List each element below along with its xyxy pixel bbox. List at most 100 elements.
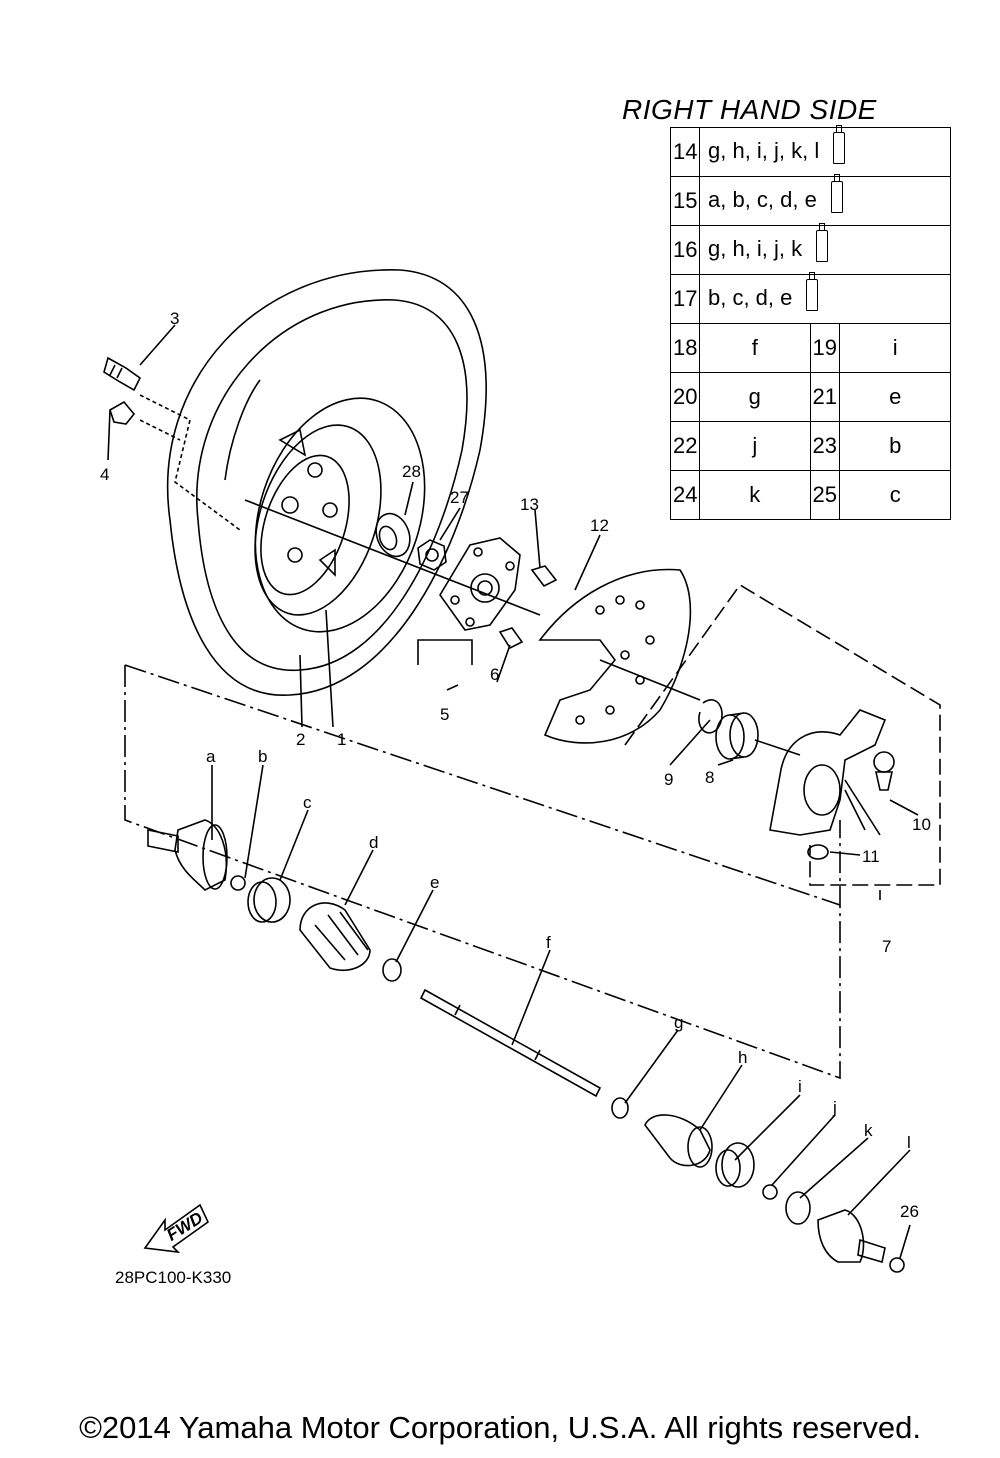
legend-row-parts: g, h, i, j, k: [708, 235, 803, 261]
valve-stem-part: [103, 356, 142, 392]
drive-shaft-part: [419, 988, 602, 1098]
valve-cap-part: [109, 400, 136, 425]
inner-boot-part: [644, 1114, 713, 1168]
callout-12: 12: [590, 516, 609, 535]
legend-cell-number: 22: [670, 421, 700, 471]
legend-row-parts: a, b, c, d, e: [708, 186, 817, 212]
legend-cell-number: 19: [809, 323, 841, 373]
callout-labels: 3 4 28 27 13 12 6 5 2 1 9 8 10 11 7 a b …: [100, 309, 931, 1221]
legend-row: 14 g, h, i, j, k, l: [670, 125, 951, 177]
legend-cell-number: 21: [809, 372, 841, 422]
callout-11: 11: [862, 847, 880, 866]
disc-bolt-part: [530, 565, 558, 588]
callout-d: d: [369, 833, 378, 852]
callout-g: g: [674, 1013, 683, 1032]
grease-tube-icon: [806, 272, 819, 311]
legend-cell-number: 24: [670, 470, 700, 520]
legend-row-number: 16: [670, 225, 700, 275]
callout-28: 28: [402, 462, 421, 481]
legend-row: 15 a, b, c, d, e: [670, 174, 951, 226]
grease-tube-icon: [816, 223, 829, 262]
callout-9: 9: [664, 770, 673, 789]
callout-13: 13: [520, 495, 539, 514]
legend-cell-part: k: [699, 470, 811, 520]
callout-b: b: [258, 747, 267, 766]
callout-e: e: [430, 873, 439, 892]
side-header: RIGHT HAND SIDE: [622, 94, 877, 125]
inner-cv-joint-part: [817, 1209, 886, 1264]
legend-cell-part: g: [699, 372, 811, 422]
callout-10: 10: [912, 815, 931, 834]
callout-f: f: [546, 933, 551, 952]
circlip-j-part: [762, 1184, 778, 1200]
legend-cell-part: b: [839, 421, 951, 471]
ball-joint-part: [873, 751, 895, 791]
callout-26: 26: [900, 1202, 919, 1221]
callout-l: l: [907, 1133, 911, 1152]
snap-ring-part: [230, 875, 246, 891]
callout-1: 1: [337, 730, 346, 749]
oring-part: [785, 1191, 811, 1225]
grease-tube-icon: [830, 174, 843, 213]
callout-5: 5: [440, 705, 449, 724]
legend-cell-number: 23: [809, 421, 841, 471]
legend-cell-part: j: [699, 421, 811, 471]
legend-row-number: 15: [670, 176, 700, 226]
legend-cell-number: 20: [670, 372, 700, 422]
axle-nut-part: [417, 539, 447, 571]
grease-tube-icon: [833, 125, 846, 164]
legend-cell-number: 18: [670, 323, 700, 373]
callout-2: 2: [296, 730, 305, 749]
legend-row-number: 17: [670, 274, 700, 324]
callout-a: a: [206, 747, 216, 766]
callout-3: 3: [170, 309, 179, 328]
brake-disc-guard-part: [538, 568, 692, 744]
snap-ring-26-part: [889, 1257, 905, 1273]
diagram-code: 28PC100-K330: [115, 1268, 232, 1287]
callout-c: c: [303, 793, 312, 812]
wheel-hub-part: [439, 537, 521, 631]
fwd-arrow-icon: [143, 1203, 210, 1254]
sealant-legend-table: 14 g, h, i, j, k, l 15 a, b, c, d, e 16 g, h,…: [670, 125, 951, 520]
legend-row-parts: b, c, d, e: [708, 284, 793, 310]
legend-cell-part: c: [839, 470, 951, 520]
copyright-text: ©2014 Yamaha Motor Corporation, U.S.A. A…: [79, 1410, 921, 1445]
callout-27: 27: [450, 488, 469, 507]
clip-part: [807, 844, 829, 860]
callout-6: 6: [490, 665, 499, 684]
callout-7: 7: [882, 937, 891, 956]
legend-row-number: 14: [670, 127, 700, 177]
legend-row: 16 g, h, i, j, k: [670, 223, 951, 275]
callout-8: 8: [705, 768, 714, 787]
legend-row: 17 b, c, d, e: [670, 272, 951, 324]
small-clamp-part: [382, 958, 402, 982]
legend-cell-number: 25: [809, 470, 841, 520]
legend-row-parts: g, h, i, j, k, l: [708, 137, 820, 163]
legend-cell-part: i: [839, 323, 951, 373]
steering-knuckle-part: [769, 709, 887, 836]
bearing-part: [715, 712, 759, 760]
tire-part: [166, 269, 487, 696]
callout-h: h: [738, 1048, 747, 1067]
wheel-rim-part: [254, 397, 426, 633]
shaft-clamp-part: [611, 1097, 629, 1119]
callout-j: j: [832, 1098, 837, 1117]
callout-k: k: [864, 1121, 873, 1140]
boot-clamp-part: [247, 877, 291, 923]
collar-part: [375, 512, 411, 558]
hub-bolt-part: [498, 627, 524, 650]
boot-band-part: [715, 1142, 755, 1188]
legend-cell-part: f: [699, 323, 811, 373]
outer-cv-joint-part: [147, 819, 228, 891]
callout-i: i: [798, 1077, 802, 1096]
knuckle-group-box: [624, 583, 941, 886]
driveshaft-group-box: [124, 665, 841, 1080]
cv-boot-part: [299, 902, 371, 972]
legend-cell-part: e: [839, 372, 951, 422]
callout-4: 4: [100, 465, 109, 484]
